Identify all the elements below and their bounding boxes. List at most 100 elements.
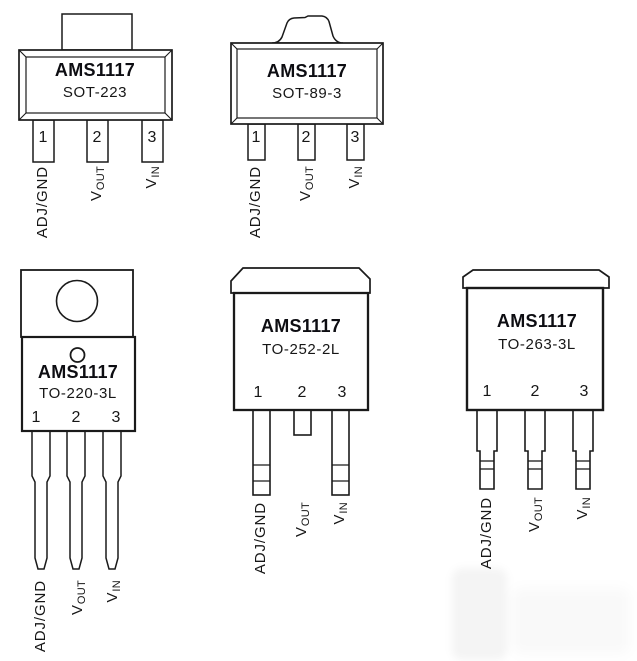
to263-pin1-shape	[476, 409, 498, 490]
pin-label-main: V	[574, 508, 591, 520]
sot223-outline	[18, 13, 173, 163]
to220-pin1-number: 1	[31, 409, 41, 426]
to252-pin3-label: VIN	[331, 502, 352, 525]
sot223-pin2-label: VOUT	[88, 166, 109, 202]
sot223-body-inner	[25, 56, 166, 114]
to263-pin1-label: ADJ/GND	[478, 497, 499, 570]
sot89-pin3-number: 3	[350, 129, 360, 146]
to220-pin2-shape	[66, 430, 86, 570]
to263-body-shape	[465, 286, 605, 412]
to252-pin-solder-lines	[253, 464, 349, 482]
to263-pin2-label: VOUT	[526, 497, 547, 533]
to252-pin1-number: 1	[253, 384, 263, 401]
to263-pin2-number: 2	[530, 383, 540, 400]
sot89-tab-shape	[271, 15, 344, 44]
sot89-pin2-number: 2	[301, 129, 311, 146]
to263-pin1-number: 1	[482, 383, 492, 400]
to263-pin3-shape	[572, 409, 594, 490]
pin-label-main: ADJ/GND	[478, 497, 495, 570]
to252-tab-shape	[230, 267, 371, 294]
pin-label-sub: IN	[338, 502, 350, 514]
to263-pin-solder-lines	[480, 460, 590, 470]
to252-pin2-label: VOUT	[293, 502, 314, 538]
pin-label-sub: OUT	[95, 166, 107, 191]
pin-label-sub: IN	[150, 166, 162, 178]
sot223-part-number: AMS1117	[54, 60, 136, 80]
to263-part-number: AMS1117	[496, 311, 578, 331]
sot223-bevel-tr	[164, 49, 173, 58]
pin-label-main: ADJ/GND	[247, 166, 264, 239]
sot89-outline	[230, 15, 384, 161]
sot89-bevel-br	[376, 117, 384, 125]
sot89-bevel-bl	[230, 117, 238, 125]
to220-pin3-label: VIN	[104, 580, 125, 603]
sot223-pin3-number: 3	[147, 129, 157, 146]
pin-label-main: V	[104, 591, 121, 603]
sot223-pin2-number: 2	[92, 129, 102, 146]
sot223-package-name: SOT-223	[62, 84, 128, 101]
to220-pin2-label: VOUT	[69, 580, 90, 615]
sot223-bevel-br	[164, 112, 173, 121]
sot89-package-name: SOT-89-3	[272, 85, 342, 102]
sot89-pin3-label: VIN	[346, 166, 367, 189]
to220-pin1-shape	[31, 430, 51, 570]
sot223-pin3-label: VIN	[143, 166, 164, 189]
sot89-body-outer	[230, 42, 384, 125]
to263-pin2-shape	[524, 409, 546, 490]
pin-label-main: V	[297, 190, 314, 202]
to252-pin3-number: 3	[337, 384, 347, 401]
to263-outline	[462, 269, 610, 490]
to252-pin1-shape	[252, 409, 271, 496]
sot223-body-outer	[18, 49, 173, 121]
pin-label-main: V	[293, 526, 310, 538]
to220-body-shape	[20, 335, 137, 433]
sot89-part-number: AMS1117	[266, 61, 348, 81]
to263-tab-shape	[462, 269, 610, 289]
sot223-bevel-tl	[18, 49, 27, 58]
to263-pin3-number: 3	[579, 383, 589, 400]
to220-pin1-label: ADJ/GND	[32, 580, 53, 653]
sot223-pin1-number: 1	[38, 129, 48, 146]
to220-mounting-hole	[55, 279, 99, 323]
pin-label-main: ADJ/GND	[32, 580, 49, 653]
to252-pin2-number: 2	[297, 384, 307, 401]
sot89-bevel-lines	[230, 42, 384, 125]
pin-label-sub: OUT	[76, 580, 88, 605]
watermark-smudge	[452, 568, 507, 660]
pin-label-main: V	[526, 521, 543, 533]
pin-label-sub: IN	[111, 580, 123, 592]
to252-outline	[230, 267, 371, 496]
to220-pin2-number: 2	[71, 409, 81, 426]
sot89-pin1-label: ADJ/GND	[247, 166, 268, 239]
pin-label-sub: OUT	[300, 502, 312, 527]
sot89-body-inner	[236, 48, 378, 119]
to220-pin3-shape	[102, 430, 122, 570]
sot223-pin1-label: ADJ/GND	[34, 166, 55, 239]
to220-outline	[20, 269, 137, 570]
pin-label-main: V	[346, 177, 363, 189]
sot89-pin2-label: VOUT	[297, 166, 318, 202]
to263-package-name: TO-263-3L	[498, 336, 576, 353]
to263-pin3-label: VIN	[574, 497, 595, 520]
to252-part-number: AMS1117	[260, 316, 342, 336]
pin-label-main: ADJ/GND	[34, 166, 51, 239]
pin-label-sub: OUT	[533, 497, 545, 522]
sot223-bevel-bl	[18, 112, 27, 121]
pin-label-main: V	[143, 177, 160, 189]
pin-label-sub: OUT	[304, 166, 316, 191]
to252-pin2-shape	[293, 409, 312, 436]
pin-label-main: ADJ/GND	[252, 502, 269, 575]
pin-label-main: V	[88, 190, 105, 202]
pin-label-sub: IN	[581, 497, 593, 509]
to220-part-number: AMS1117	[37, 362, 119, 382]
sot89-bevel-tl	[230, 42, 238, 50]
to252-pin3-shape	[331, 409, 350, 496]
sot89-pin1-number: 1	[251, 129, 261, 146]
to220-pin3-number: 3	[111, 409, 121, 426]
to252-pin1-label: ADJ/GND	[252, 502, 273, 575]
to220-pin1-dot	[69, 347, 86, 363]
pin-label-main: V	[331, 513, 348, 525]
to220-package-name: TO-220-3L	[39, 385, 117, 402]
